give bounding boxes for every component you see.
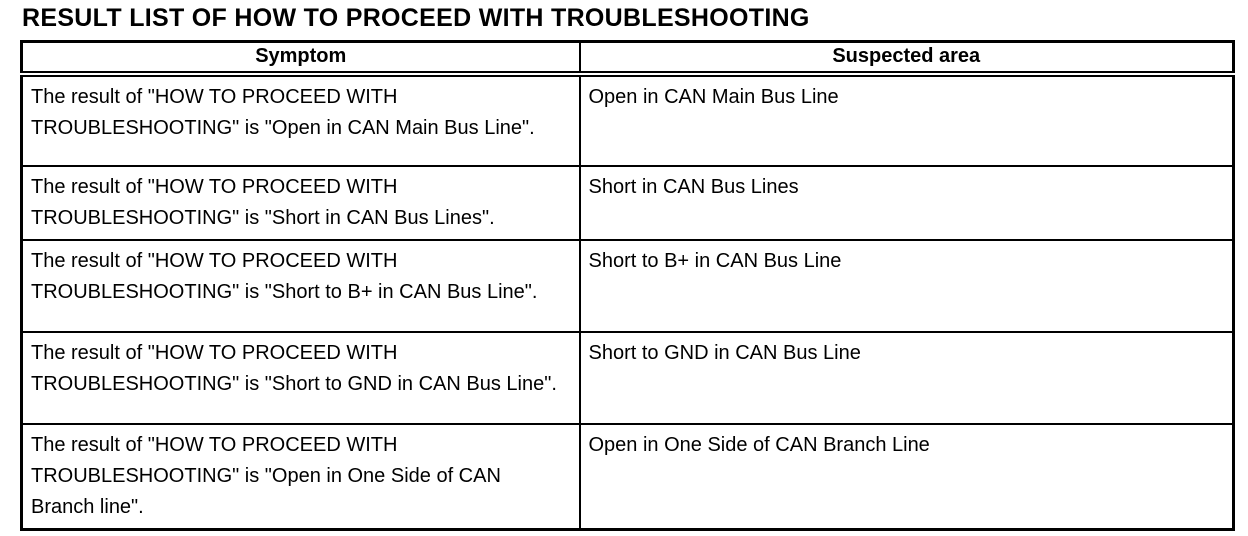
table-row: The result of "HOW TO PROCEED WITH TROUB… [20, 422, 1235, 530]
table-header: Symptom Suspected area [20, 40, 1235, 77]
page-title: RESULT LIST OF HOW TO PROCEED WITH TROUB… [22, 4, 810, 32]
table-row: The result of "HOW TO PROCEED WITH TROUB… [20, 238, 1235, 333]
table-row: The result of "HOW TO PROCEED WITH TROUB… [20, 72, 1235, 167]
suspected-area-cell: Open in CAN Main Bus Line [578, 72, 1235, 167]
suspected-area-column-header: Suspected area [578, 40, 1235, 77]
suspected-area-cell: Open in One Side of CAN Branch Line [578, 422, 1235, 530]
symptom-column-header: Symptom [20, 40, 581, 77]
symptom-cell: The result of "HOW TO PROCEED WITH TROUB… [20, 164, 581, 241]
symptom-cell: The result of "HOW TO PROCEED WITH TROUB… [20, 72, 581, 167]
symptom-cell: The result of "HOW TO PROCEED WITH TROUB… [20, 238, 581, 333]
table-row: The result of "HOW TO PROCEED WITH TROUB… [20, 164, 1235, 241]
suspected-area-cell: Short to B+ in CAN Bus Line [578, 238, 1235, 333]
symptom-cell: The result of "HOW TO PROCEED WITH TROUB… [20, 330, 581, 425]
suspected-area-cell: Short in CAN Bus Lines [578, 164, 1235, 241]
suspected-area-cell: Short to GND in CAN Bus Line [578, 330, 1235, 425]
table-row: The result of "HOW TO PROCEED WITH TROUB… [20, 330, 1235, 425]
symptom-cell: The result of "HOW TO PROCEED WITH TROUB… [20, 422, 581, 530]
troubleshooting-result-table: Symptom Suspected area The result of "HO… [20, 40, 1235, 531]
table-header-row: Symptom Suspected area [20, 40, 1235, 77]
table-body: The result of "HOW TO PROCEED WITH TROUB… [20, 72, 1235, 530]
